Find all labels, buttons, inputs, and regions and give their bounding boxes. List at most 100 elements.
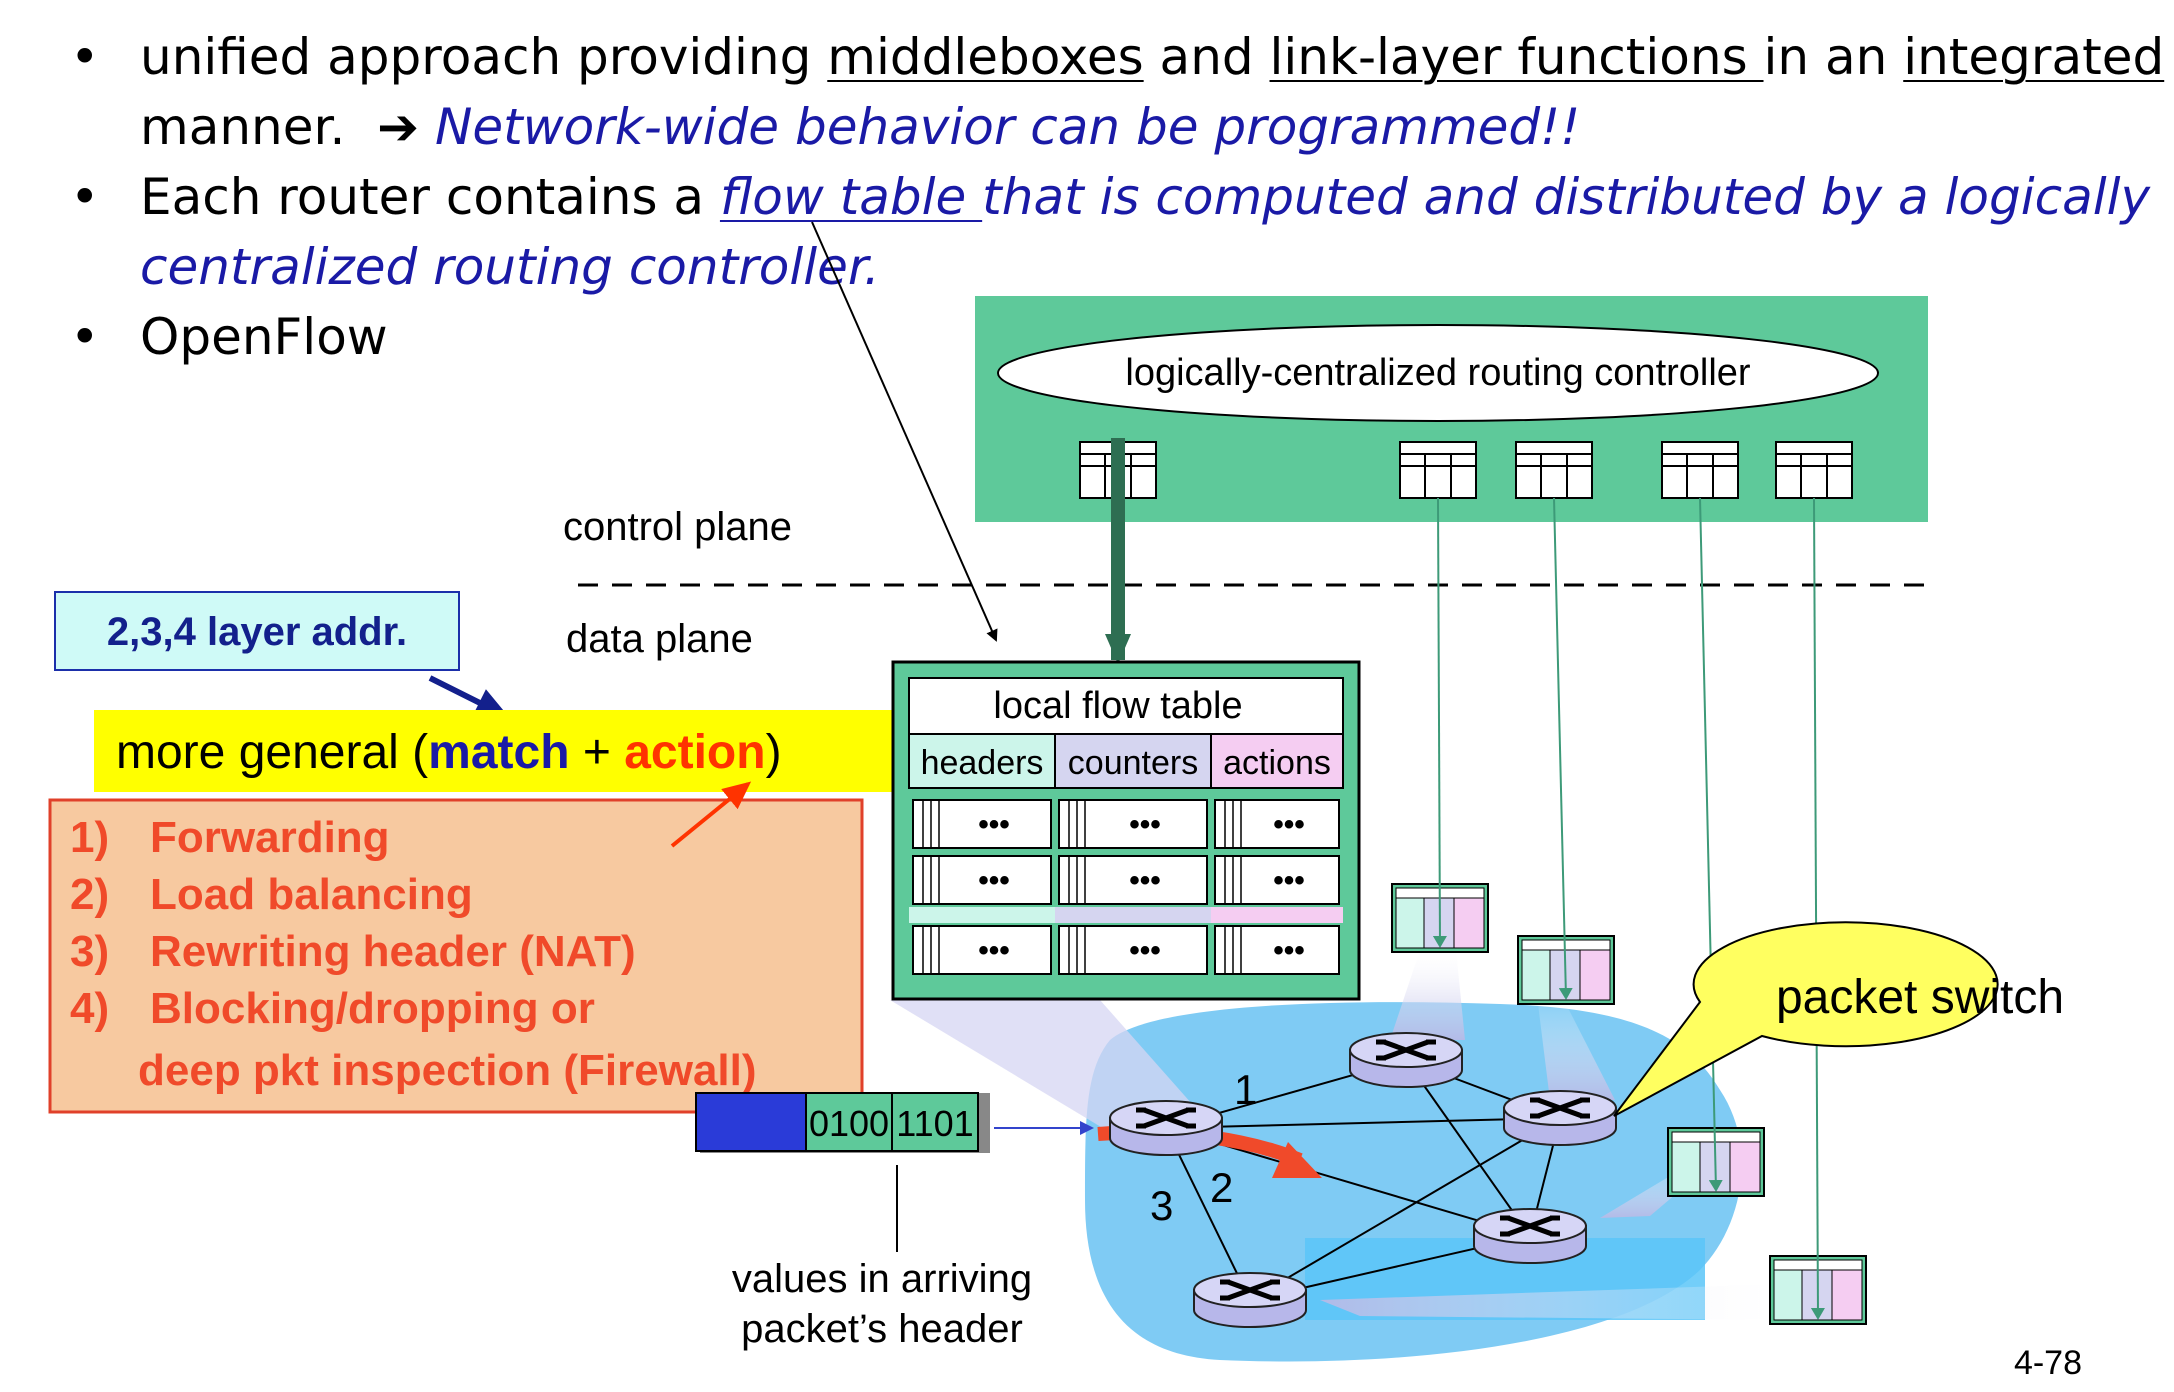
flow-table-cell <box>1214 925 1340 975</box>
layer-addr-label: 2,3,4 layer addr. <box>107 610 407 654</box>
flow-table-cell <box>912 925 1052 975</box>
emphasis-text: Network-wide behavior can be programmed!… <box>434 98 1581 156</box>
match-action-text: more general (match + action) <box>116 726 782 779</box>
action-item-text: Forwarding <box>150 813 390 862</box>
controller-to-switch-line <box>1432 497 1447 948</box>
flow-table-rows: ••••••••••••••••••••••••••• <box>909 799 1343 975</box>
control-plane-label: control plane <box>563 505 792 549</box>
flow-table-ellipsis: ••• <box>1129 934 1161 967</box>
table-beam <box>890 1000 1192 1130</box>
data-plane-label: data plane <box>566 617 753 661</box>
router-icon <box>1504 1091 1616 1145</box>
openflow-text: OpenFlow <box>140 308 388 366</box>
bullet-dot: • <box>70 28 100 86</box>
layer-addr-arrow <box>428 675 510 719</box>
flow-table-ellipsis: ••• <box>1273 934 1305 967</box>
emphasis-text: centralized routing controller. <box>140 238 880 296</box>
bullet-3: • OpenFlow <box>70 302 2120 372</box>
controller-flow-table-icon <box>1775 441 1853 499</box>
flow-table-ellipsis: ••• <box>978 808 1010 841</box>
general-prefix: more general ( <box>116 726 428 779</box>
packet-bits-2: 1101 <box>896 1103 973 1144</box>
bullet-2-text: Each router contains a <box>140 168 720 226</box>
flow-table-title: local flow table <box>993 685 1242 727</box>
bullet-1-continued: manner. ➔ Network-wide behavior can be p… <box>70 92 2120 162</box>
right-arrow-icon: ➔ <box>377 98 420 156</box>
action-item-number: 3) <box>70 927 109 976</box>
bullet-1-text: manner. <box>140 98 346 156</box>
action-item-text: Rewriting header (NAT) <box>150 927 636 976</box>
port-label-3: 3 <box>1150 1182 1173 1229</box>
port-label-2: 2 <box>1210 1164 1233 1211</box>
router-icon <box>1350 1033 1462 1087</box>
router-icon <box>1474 1209 1586 1263</box>
actions-list: 1) Forwarding 2) Load balancing 3) Rewriting … <box>70 813 636 1033</box>
layer-addr-box <box>54 591 460 671</box>
port-label-1: 1 <box>1234 1066 1257 1113</box>
flow-table-cell <box>1214 799 1340 849</box>
packet-payload <box>695 1092 807 1152</box>
controller-to-switch-line <box>1810 497 1825 1320</box>
packet-bits-1: 0100 <box>809 1103 889 1144</box>
router-icon <box>1110 1101 1222 1155</box>
router-icon <box>1194 1273 1306 1327</box>
flow-table-stripe <box>1055 907 1211 923</box>
bullet-1-text: and <box>1143 28 1270 86</box>
values-label-line-2: packet’s header <box>741 1307 1023 1351</box>
flow-table-cell <box>1058 855 1208 905</box>
action-item-number: 2) <box>70 870 109 919</box>
plus-sign: + <box>570 726 625 779</box>
packet-switch-label: packet switch <box>1776 971 2064 1024</box>
flow-table-ellipsis: ••• <box>1129 864 1161 897</box>
middleboxes-term: middleboxes <box>827 28 1144 86</box>
link-layer-term: link-layer functions <box>1269 28 1764 86</box>
bullet-2: • Each router contains a flow table that… <box>70 162 2150 232</box>
flow-table-cell <box>1214 855 1340 905</box>
action-item-number: 4) <box>70 984 109 1033</box>
counters-column-header <box>1054 733 1212 789</box>
action-pointer-arrow <box>670 781 752 848</box>
flow-table-cell <box>912 799 1052 849</box>
match-action-box <box>94 710 900 792</box>
controller-flow-table-icon <box>1399 441 1477 499</box>
actions-column-header <box>1210 733 1344 789</box>
controller-flow-table-icon <box>1515 441 1593 499</box>
flow-table-stripe <box>1211 907 1343 923</box>
bullet-2-continued: centralized routing controller. <box>70 232 2120 302</box>
bullet-1-text: unified approach providing <box>140 28 828 86</box>
flow-table-ellipsis: ••• <box>1273 864 1305 897</box>
flow-table-cell <box>1058 925 1208 975</box>
action-item-number: 1) <box>70 813 109 862</box>
flow-table-ellipsis: ••• <box>1273 808 1305 841</box>
table-beam <box>1538 1004 1615 1100</box>
flow-table-pointer-arrow <box>811 221 998 642</box>
flow-table-stripe <box>909 907 1055 923</box>
actions-list-box <box>48 798 864 1114</box>
slide-number: 4-78 <box>2014 1344 2082 1382</box>
flow-table-term: flow table <box>719 168 983 226</box>
counters-column-label: counters <box>1068 744 1198 782</box>
controller-to-switch-line <box>1553 497 1573 1000</box>
action-word: action <box>624 726 765 779</box>
match-word: match <box>428 726 569 779</box>
headers-column-label: headers <box>921 744 1044 782</box>
table-beam <box>1320 1284 1780 1320</box>
controller-oval <box>997 324 1879 422</box>
controller-to-switch-line <box>1699 497 1723 1192</box>
bullet-dot: • <box>70 168 100 226</box>
values-label-line-1: values in arriving <box>732 1257 1032 1301</box>
controller-tables <box>1079 441 1853 499</box>
table-beam <box>1390 950 1465 1040</box>
packet-header-field <box>805 1092 893 1152</box>
flow-path-arrowhead <box>1272 1142 1322 1178</box>
switch-tables <box>1391 497 1867 1325</box>
controller-label: logically-centralized routing controller <box>1125 352 1751 394</box>
flow-table-ellipsis: ••• <box>978 934 1010 967</box>
controller-flow-table-icon <box>1661 441 1739 499</box>
action-item-text: Load balancing <box>150 870 473 919</box>
bullet-dot: • <box>70 308 100 366</box>
action-item-text: Blocking/dropping or <box>150 984 595 1033</box>
bullet-1: • unified approach providing middleboxes… <box>70 22 2164 92</box>
integrated-term: integrated <box>1903 28 2165 86</box>
